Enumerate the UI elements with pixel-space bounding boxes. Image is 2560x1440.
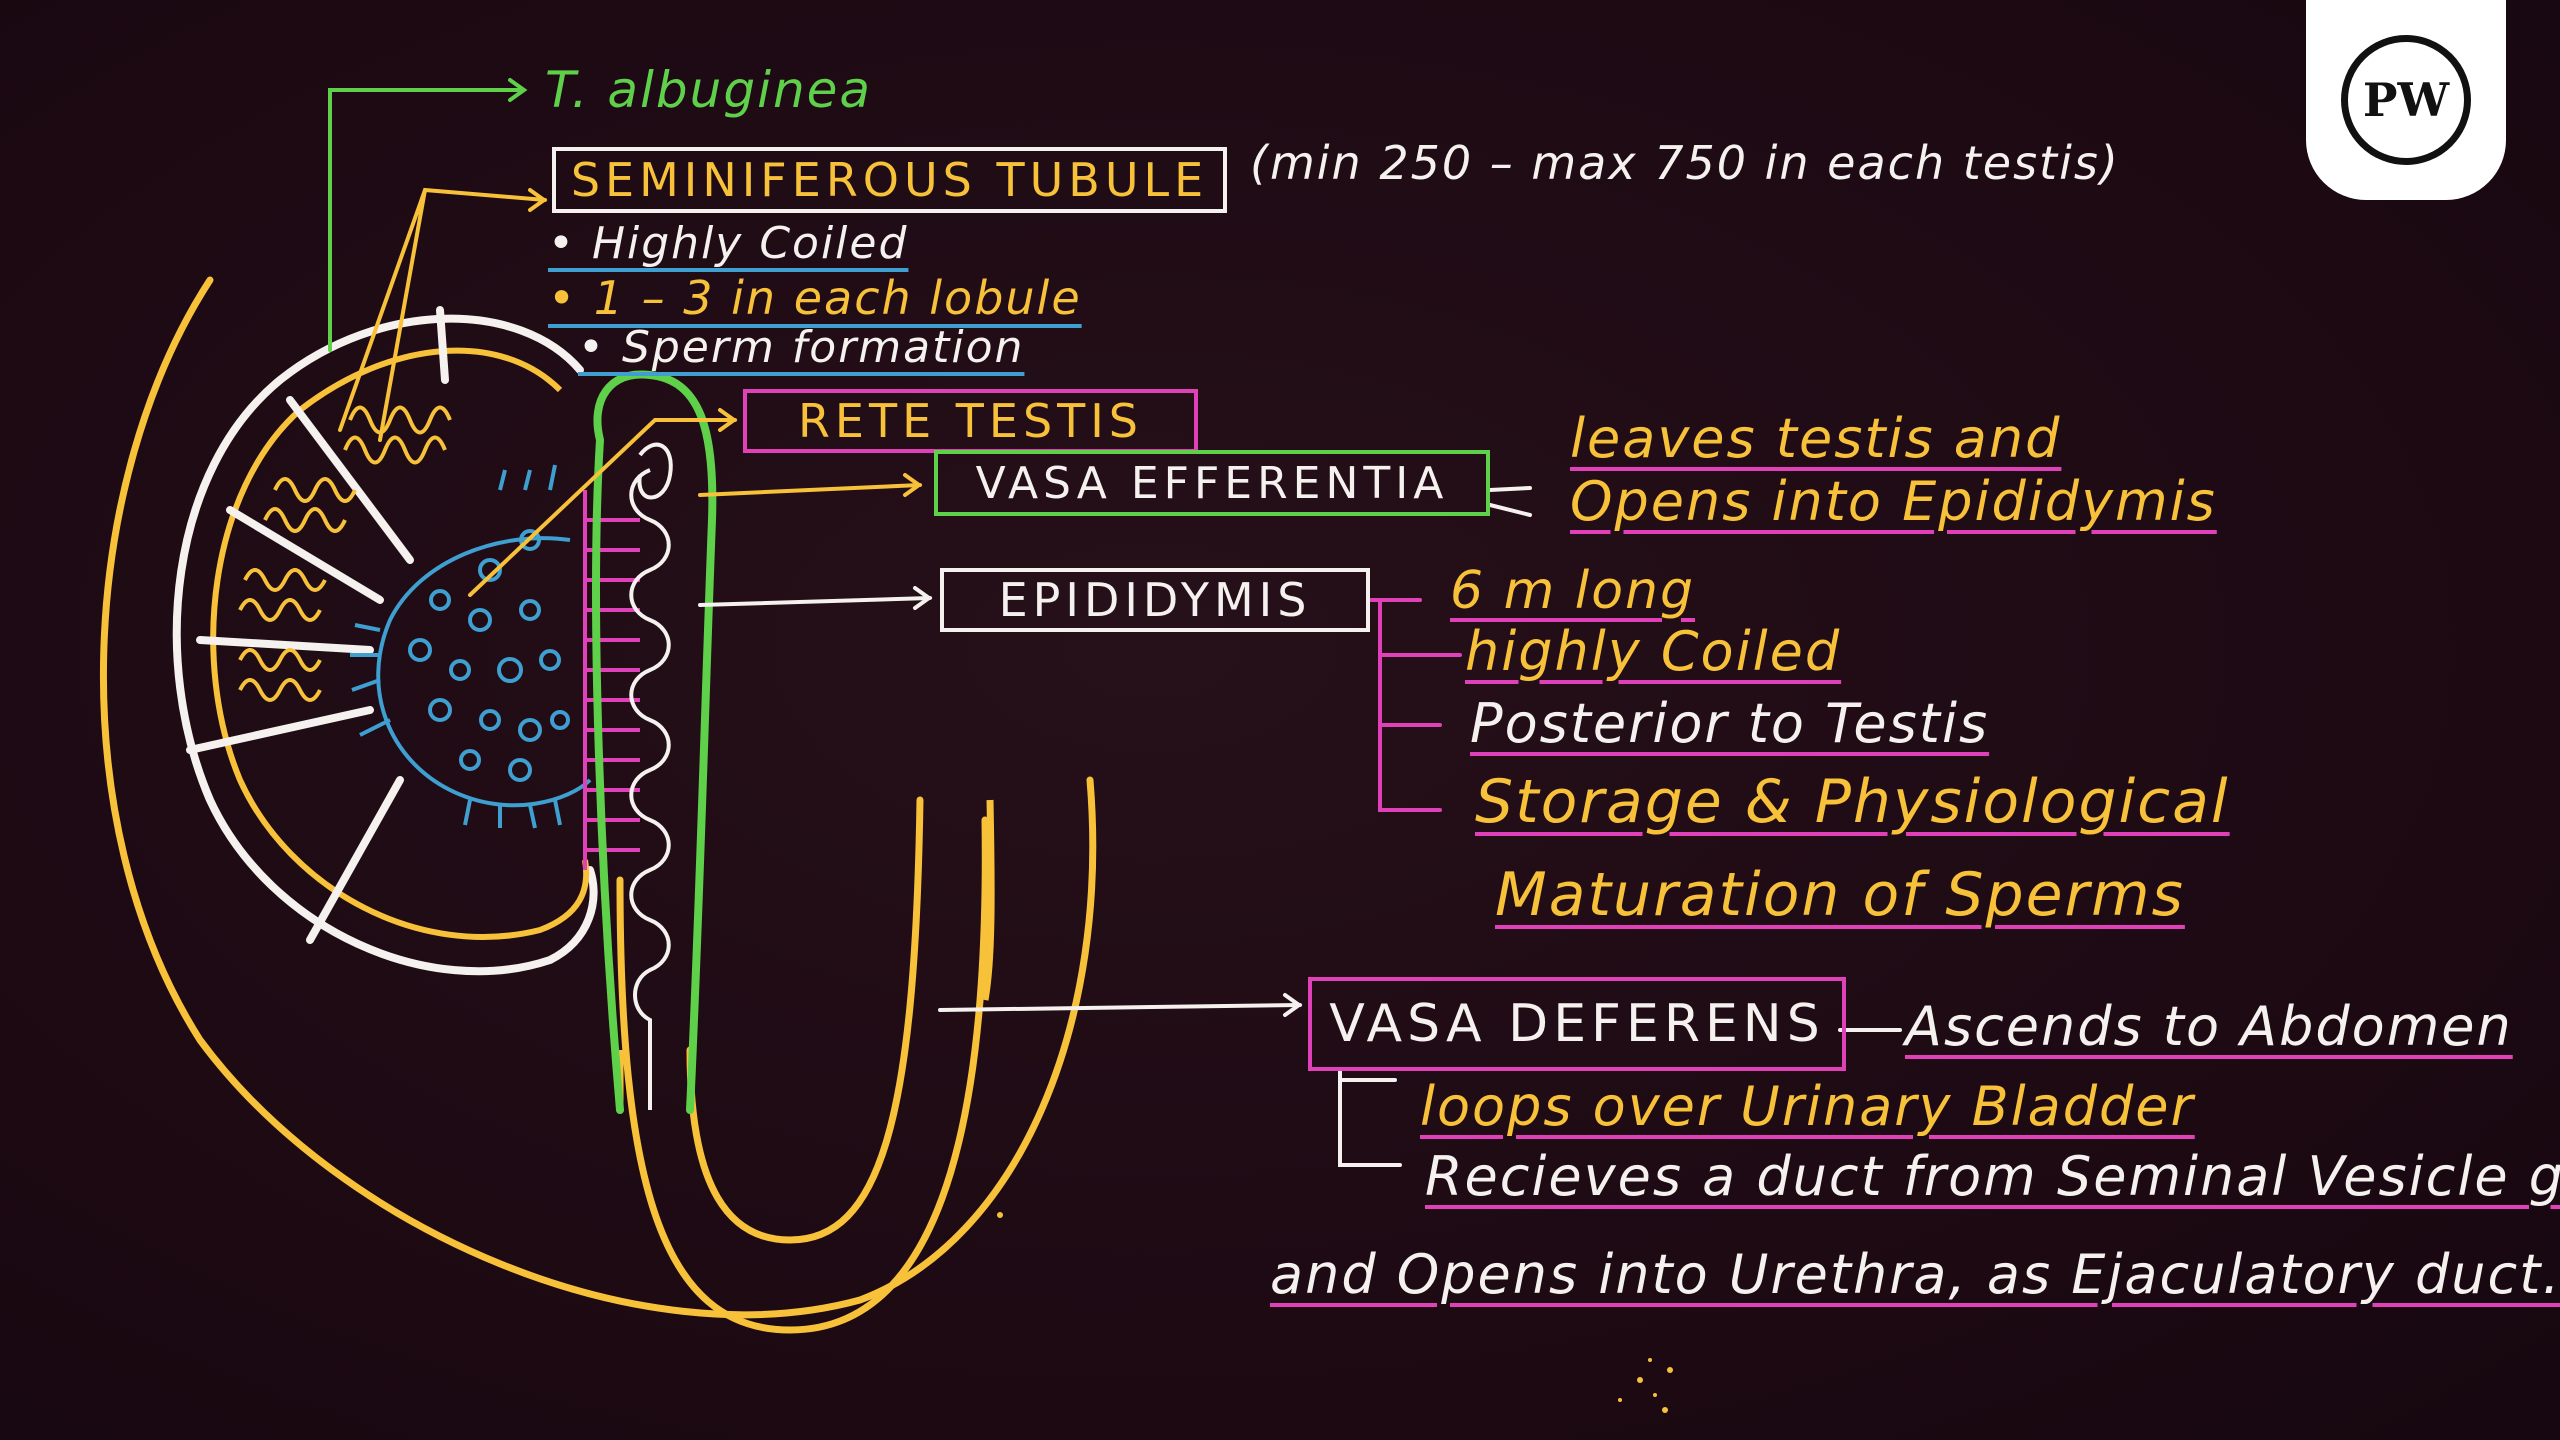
epididymis-head-coil xyxy=(637,442,673,500)
rete-testis-network xyxy=(350,464,592,829)
vd-note-opens-urethra: and Opens into Urethra, as Ejaculatory d… xyxy=(1270,1243,2560,1306)
ep-note-storage: Storage & Physiological xyxy=(1475,767,2230,837)
st-point-lobule: • 1 – 3 in each lobule xyxy=(548,271,1082,325)
label-pointers xyxy=(328,78,1902,1167)
vasa-deferens-box: VASA DEFERENS xyxy=(1308,977,1846,1071)
seminiferous-tubule-box: SEMINIFEROUS TUBULE xyxy=(552,147,1227,213)
ep-note-maturation: Maturation of Sperms xyxy=(1495,860,2185,930)
testis-septa xyxy=(186,306,449,944)
epididymis-coiled-duct xyxy=(629,468,671,1110)
vas-deferens-loop-inner xyxy=(686,796,924,1244)
ve-note-opens-epididymis: Opens into Epididymis xyxy=(1570,470,2217,533)
vd-note-receives-duct: Recieves a duct from Seminal Vesicle gla… xyxy=(1425,1145,2560,1208)
rete-testis-box: RETE TESTIS xyxy=(743,389,1198,453)
seminiferous-count-note: (min 250 – max 750 in each testis) xyxy=(1250,136,2120,190)
pw-logo: PW xyxy=(2306,0,2506,200)
vd-note-loops: loops over Urinary Bladder xyxy=(1420,1075,2195,1138)
epididymis-box: EPIDIDYMIS xyxy=(940,568,1370,632)
ve-note-leaves-testis: leaves testis and xyxy=(1570,407,2062,470)
vas-deferens-loop-outer xyxy=(616,816,989,1334)
ep-note-coiled: highly Coiled xyxy=(1465,620,1842,683)
seminiferous-tubules xyxy=(238,405,452,702)
t-albuginea-label: T. albuginea xyxy=(545,61,873,119)
st-point-sperm-formation: • Sperm formation xyxy=(578,322,1025,373)
ep-note-posterior: Posterior to Testis xyxy=(1470,692,1990,755)
chalk-dots xyxy=(997,1212,1673,1413)
vas-deferens-tube-right xyxy=(981,799,995,1001)
pw-logo-icon: PW xyxy=(2341,35,2471,165)
epididymis-outline xyxy=(592,370,717,1114)
st-point-highly-coiled: • Highly Coiled xyxy=(548,218,909,269)
vd-note-ascends: Ascends to Abdomen xyxy=(1905,995,2513,1058)
scrotum-outline xyxy=(99,276,1097,1319)
vasa-efferentia-box: VASA EFFERENTIA xyxy=(934,450,1490,516)
ep-note-length: 6 m long xyxy=(1450,561,1696,621)
testis-outline xyxy=(172,314,598,976)
